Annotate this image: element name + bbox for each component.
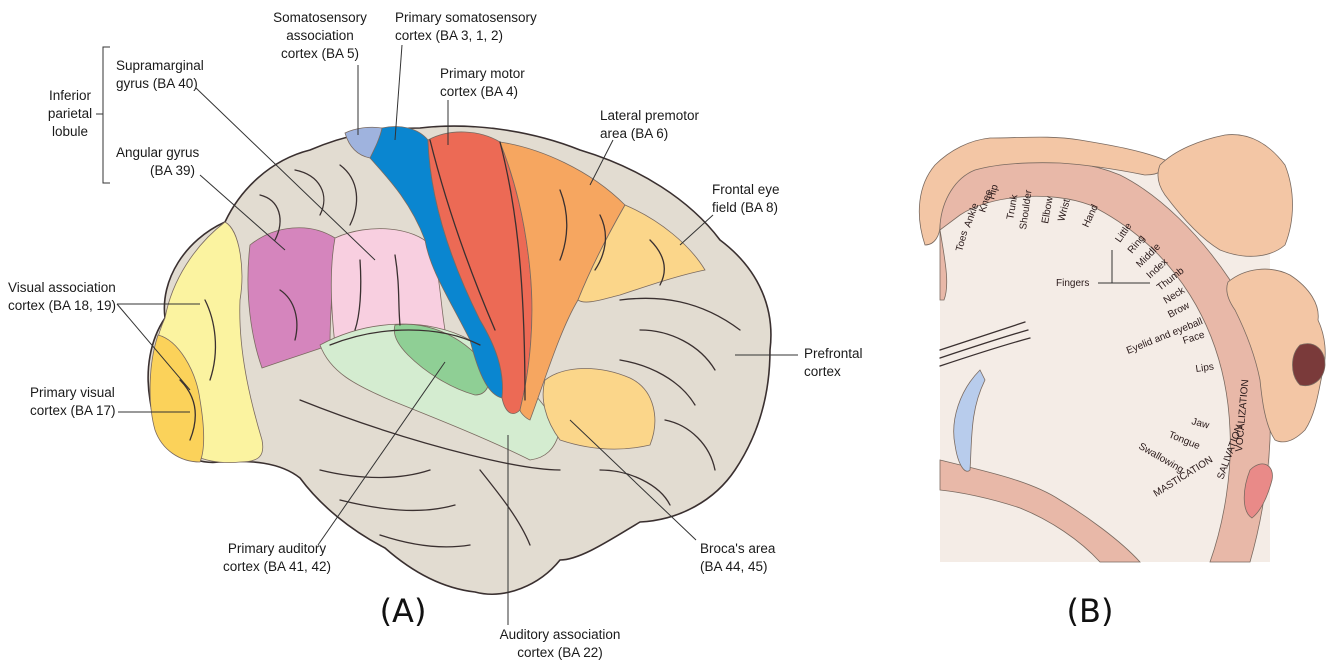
angular-gyrus-label-line1: Angular gyrus [116, 145, 200, 160]
primary-visual-label-line1: Primary visual [30, 385, 115, 400]
prefrontal-label-line2: cortex [804, 364, 841, 379]
broca-label-line1: Broca's area [700, 541, 776, 556]
visual-association-label-line1: Visual association [8, 280, 116, 295]
primary-motor-label-line1: Primary motor [440, 66, 525, 81]
somatosensory-association-label-line2: association [286, 28, 354, 43]
auditory-association-label-line2: cortex (BA 22) [517, 645, 603, 660]
primary-auditory-label-line1: Primary auditory [228, 541, 327, 556]
somatosensory-association-label-line1: Somatosensory [273, 10, 367, 25]
panel-b-tag: (B) [1067, 592, 1114, 630]
visual-association-label-line2: cortex (BA 18, 19) [8, 298, 116, 313]
supramarginal-label-line2: gyrus (BA 40) [116, 76, 198, 91]
broca-label-line2: (BA 44, 45) [700, 559, 768, 574]
premotor-label-line1: Lateral premotor [600, 108, 700, 123]
inferior-parietal-label-line3: lobule [52, 124, 88, 139]
inferior-parietal-label-line1: Inferior [49, 88, 92, 103]
inferior-parietal-label-line2: parietal [48, 106, 92, 121]
motor-homunculus: Toes Ankle Knee Hip Trunk Shoulder Elbow… [919, 135, 1325, 630]
somatosensory-association-label-line3: cortex (BA 5) [281, 46, 359, 61]
label-fingers: Fingers [1056, 278, 1089, 289]
primary-somatosensory-label-line1: Primary somatosensory [395, 10, 537, 25]
primary-auditory-label-line2: cortex (BA 41, 42) [223, 559, 331, 574]
primary-motor-label-line2: cortex (BA 4) [440, 84, 518, 99]
prefrontal-label-line1: Prefrontal [804, 346, 863, 361]
brain-lateral-view [148, 126, 771, 594]
frontal-eye-label-line2: field (BA 8) [712, 200, 778, 215]
premotor-label-line2: area (BA 6) [600, 126, 668, 141]
primary-visual-label-line2: cortex (BA 17) [30, 403, 116, 418]
auditory-association-label-line1: Auditory association [500, 627, 621, 642]
supramarginal-label-line1: Supramarginal [116, 58, 204, 73]
angular-gyrus-label-line2: (BA 39) [150, 163, 195, 178]
primary-somatosensory-label-line2: cortex (BA 3, 1, 2) [395, 28, 503, 43]
panel-a-tag: (A) [380, 592, 427, 630]
frontal-eye-label-line1: Frontal eye [712, 182, 780, 197]
